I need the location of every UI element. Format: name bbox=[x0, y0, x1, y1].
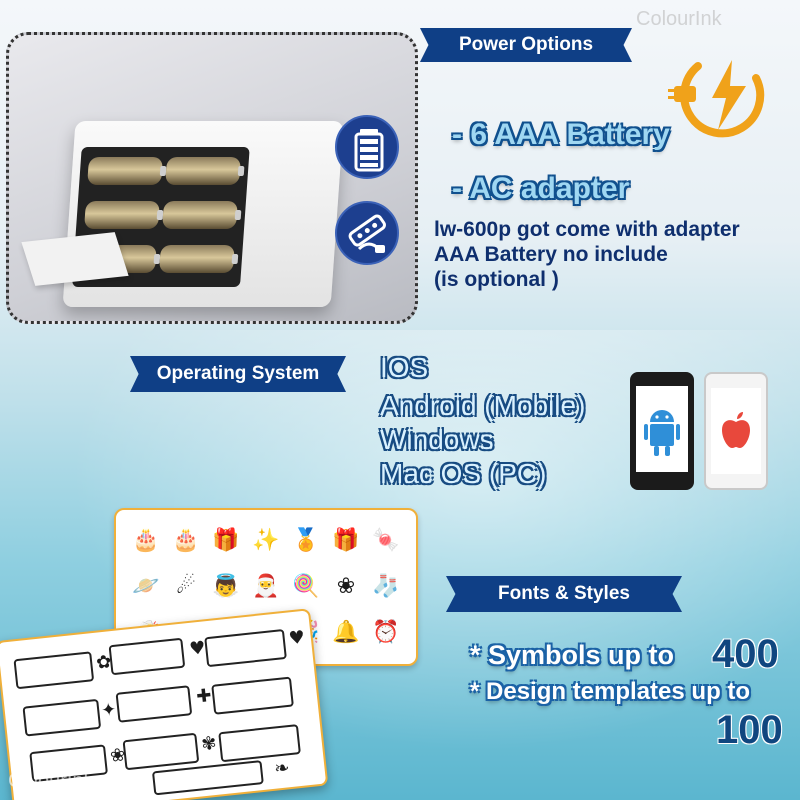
flower-icon: ✾ bbox=[200, 732, 218, 756]
symbol-glyph: 🎁 bbox=[332, 528, 360, 553]
operating-system-banner: Operating System bbox=[130, 356, 346, 392]
flower-icon: ✿ bbox=[95, 651, 113, 674]
symbols-feature: * Symbols up to bbox=[470, 640, 675, 670]
label-template bbox=[115, 685, 193, 723]
symbol-glyph: 🏅 bbox=[292, 528, 320, 553]
label-template bbox=[122, 732, 200, 771]
symbol-glyph: 🍭 bbox=[292, 574, 320, 599]
fonts-styles-banner: Fonts & Styles bbox=[446, 576, 682, 612]
label-printer-device bbox=[62, 121, 344, 309]
label-template bbox=[218, 724, 301, 763]
symbol-glyph: ☄ bbox=[176, 574, 196, 599]
power-note: AAA Battery no include bbox=[434, 243, 668, 266]
heart-icon: ♥ bbox=[188, 637, 207, 660]
option-battery: - 6 AAA Battery bbox=[452, 118, 670, 151]
phone-screen bbox=[636, 386, 688, 472]
apple-icon bbox=[722, 412, 750, 448]
iphone bbox=[704, 372, 768, 490]
symbol-glyph: 🎅 bbox=[252, 574, 280, 599]
symbol-glyph: 🪐 bbox=[132, 574, 160, 599]
symbol-glyph: ✨ bbox=[252, 528, 280, 553]
watermark-bottom: ColourInk bbox=[8, 770, 94, 792]
battery-icon bbox=[335, 115, 399, 179]
label-template bbox=[13, 651, 95, 690]
os-item: Android (Mobile) bbox=[380, 390, 586, 421]
leaf-icon: ❧ bbox=[273, 757, 291, 780]
android-phone bbox=[630, 372, 694, 490]
power-note: (is optional ) bbox=[434, 268, 559, 291]
label-template bbox=[108, 637, 186, 676]
aaa-battery bbox=[84, 201, 160, 229]
device-photo bbox=[6, 32, 418, 324]
os-item: Mac OS (PC) bbox=[380, 458, 547, 489]
symbol-glyph: 🔔 bbox=[332, 620, 360, 645]
label-template bbox=[211, 676, 294, 715]
watermark-top: ColourInk bbox=[636, 8, 722, 30]
aaa-battery bbox=[165, 157, 242, 185]
symbol-glyph: 🎂 bbox=[172, 528, 200, 553]
power-options-banner: Power Options bbox=[420, 28, 632, 62]
symbol-glyph: 🎁 bbox=[212, 528, 240, 553]
os-item: IOS bbox=[380, 352, 429, 383]
label-template bbox=[204, 629, 287, 668]
power-note: lw-600p got come with adapter bbox=[434, 218, 740, 241]
symbol-glyph: 👼 bbox=[212, 574, 240, 599]
option-ac-adapter: - AC adapter bbox=[452, 172, 630, 205]
templates-count: 100 bbox=[716, 708, 783, 752]
power-bolt-icon bbox=[668, 50, 772, 140]
gift-icon: ✚ bbox=[195, 684, 213, 708]
label-template bbox=[22, 698, 102, 737]
flower-icon: ❀ bbox=[109, 744, 127, 767]
star-icon: ✦ bbox=[100, 699, 118, 722]
aaa-battery bbox=[87, 157, 164, 185]
aaa-battery bbox=[158, 245, 235, 273]
symbol-glyph: 🎂 bbox=[132, 528, 160, 553]
aaa-battery bbox=[162, 201, 238, 229]
symbols-count: 400 bbox=[712, 632, 779, 676]
phone-screen bbox=[711, 388, 761, 474]
symbol-glyph: 🧦 bbox=[372, 574, 400, 599]
plug-icon bbox=[335, 201, 399, 265]
heart-icon: ♥ bbox=[287, 626, 306, 650]
templates-feature: * Design templates up to bbox=[470, 678, 751, 705]
symbol-glyph: ⏰ bbox=[372, 620, 400, 645]
symbol-glyph: ❀ bbox=[336, 574, 356, 599]
os-item: Windows bbox=[380, 424, 494, 455]
symbol-glyph: 🍬 bbox=[372, 528, 400, 553]
android-icon bbox=[644, 410, 680, 456]
